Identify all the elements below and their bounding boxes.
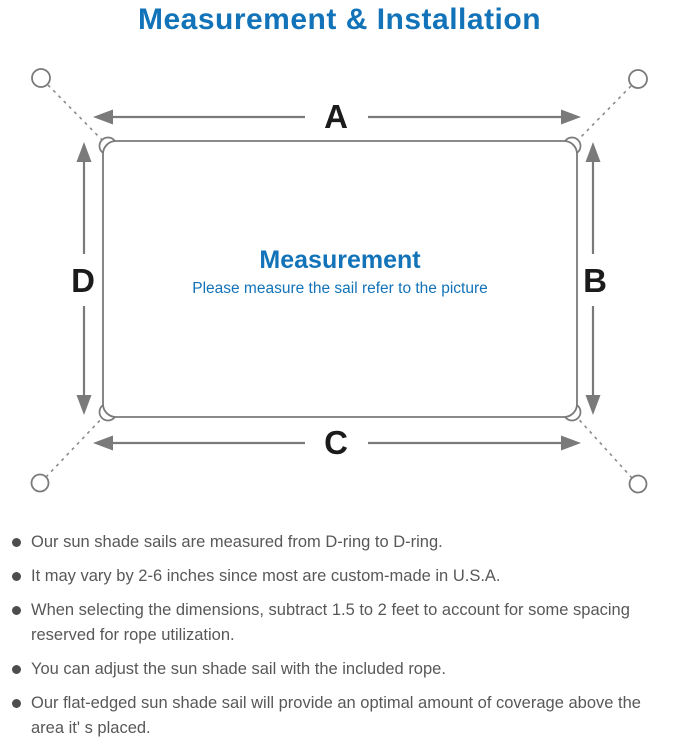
anchor-ring-bottom-left-icon [30, 473, 50, 493]
dimension-arrow-d [76, 142, 92, 415]
anchor-ring-top-right-icon [628, 69, 648, 89]
measurement-diagram: A B C D Measurement Please measure the s… [30, 68, 648, 494]
sail-center-subtext: Please measure the sail refer to the pic… [192, 280, 488, 297]
dimension-arrow-b [585, 142, 601, 415]
note-item: It may vary by 2-6 inches since most are… [12, 564, 675, 589]
note-text: Our flat-edged sun shade sail will provi… [31, 694, 641, 737]
bullet-dot-icon [12, 665, 21, 674]
dimension-label-d: D [71, 262, 95, 299]
dimension-label-c: C [324, 424, 348, 461]
notes-list: Our sun shade sails are measured from D-… [0, 522, 679, 739]
dimension-arrow-c [93, 435, 581, 451]
sail-center-heading: Measurement [259, 246, 421, 274]
anchor-rings [30, 68, 648, 494]
note-item: When selecting the dimensions, subtract … [12, 598, 675, 648]
sail-outline [102, 140, 578, 418]
note-item: Our sun shade sails are measured from D-… [12, 530, 675, 555]
note-text: It may vary by 2-6 inches since most are… [31, 567, 501, 585]
anchor-ring-top-left-icon [31, 68, 51, 88]
page-title: Measurement & Installation [137, 3, 542, 36]
guy-line-top-right [573, 85, 632, 145]
note-item: You can adjust the sun shade sail with t… [12, 657, 675, 682]
guy-line-bottom-right [573, 413, 633, 479]
bullet-dot-icon [12, 606, 21, 615]
bullet-dot-icon [12, 538, 21, 547]
note-item: Our flat-edged sun shade sail will provi… [12, 691, 675, 739]
dimension-arrow-a [93, 109, 581, 125]
note-text: Our sun shade sails are measured from D-… [31, 533, 443, 551]
guy-line-top-left [47, 84, 107, 145]
guy-lines [45, 84, 633, 479]
anchor-ring-bottom-right-icon [628, 474, 648, 494]
bullet-dot-icon [12, 572, 21, 581]
bullet-dot-icon [12, 699, 21, 708]
note-text: You can adjust the sun shade sail with t… [31, 660, 446, 678]
dimension-label-a: A [324, 98, 348, 135]
guy-line-bottom-left [45, 413, 107, 478]
note-text: When selecting the dimensions, subtract … [31, 601, 630, 644]
dimension-label-b: B [583, 262, 607, 299]
